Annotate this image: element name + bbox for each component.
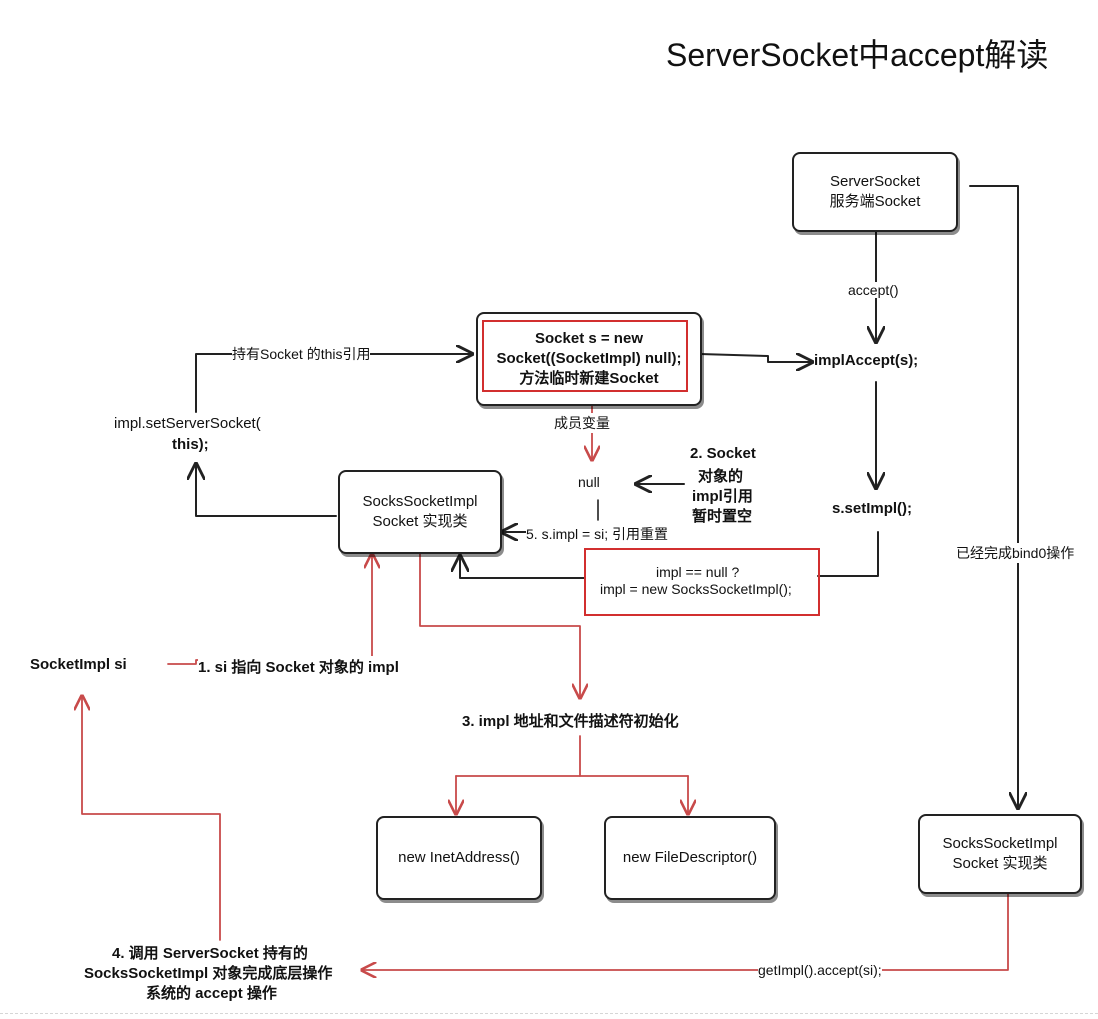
set-impl-label: s.setImpl(); bbox=[832, 500, 913, 517]
page-title: ServerSocket中accept解读 bbox=[666, 37, 1049, 73]
step2-line1: 2. Socket bbox=[690, 445, 756, 462]
line-setserver-socket bbox=[195, 354, 472, 413]
accept-label: accept() bbox=[848, 282, 899, 298]
impl-null-check-line1: impl == null ? bbox=[656, 564, 740, 580]
bind0-label: 已经完成bind0操作 bbox=[956, 543, 1075, 563]
step3-label: 3. impl 地址和文件描述符初始化 bbox=[462, 713, 679, 730]
server-socket-line1: ServerSocket bbox=[829, 173, 921, 190]
step4-line1: 4. 调用 ServerSocket 持有的 bbox=[112, 945, 308, 962]
server-socket-node: ServerSocket 服务端Socket bbox=[792, 152, 958, 232]
impl-null-check-line2: impl = new SocksSocketImpl(); bbox=[600, 581, 792, 597]
new-socket-line1: Socket s = new bbox=[535, 330, 643, 347]
step4-line2: SocksSocketImpl 对象完成底层操作 bbox=[84, 965, 333, 982]
set-server-socket-line1: impl.setServerSocket( bbox=[114, 415, 261, 432]
line-bind0 bbox=[969, 185, 1018, 808]
line-socks-setserver bbox=[196, 464, 337, 517]
line-to-socksimpl bbox=[460, 556, 585, 579]
line-red-socks-step3 bbox=[419, 551, 580, 698]
step5-label: 5. s.impl = si; 引用重置 bbox=[526, 524, 668, 544]
line-red-getimpl bbox=[362, 891, 1009, 970]
socks-impl-right-node: SocksSocketImpl Socket 实现类 bbox=[918, 814, 1082, 894]
set-server-socket-line2: this); bbox=[172, 436, 209, 453]
socks-impl-mid-node: SocksSocketImpl Socket 实现类 bbox=[338, 470, 502, 554]
get-impl-accept-label: getImpl().accept(si); bbox=[758, 962, 882, 978]
socks-impl-right-line1: SocksSocketImpl bbox=[942, 835, 1058, 852]
server-socket-line2: 服务端Socket bbox=[829, 193, 921, 210]
page-bottom-divider bbox=[0, 1013, 1098, 1014]
null-label: null bbox=[578, 474, 600, 490]
impl-null-check-box bbox=[584, 548, 820, 616]
step1-label: 1. si 指向 Socket 对象的 impl bbox=[198, 656, 399, 677]
hold-this-label: 持有Socket 的this引用 bbox=[232, 344, 371, 364]
line-setimpl-down bbox=[817, 531, 879, 577]
socks-impl-mid-line1: SocksSocketImpl bbox=[362, 493, 478, 510]
step4-line3: 系统的 accept 操作 bbox=[146, 985, 277, 1002]
inet-address-node: new InetAddress() bbox=[376, 816, 542, 900]
step2-line4: 暂时置空 bbox=[692, 508, 753, 525]
file-descriptor-label: new FileDescriptor() bbox=[622, 849, 758, 866]
socks-impl-mid-line2: Socket 实现类 bbox=[372, 513, 468, 530]
new-socket-highlight bbox=[482, 320, 688, 392]
line-red-si-socks bbox=[167, 554, 372, 665]
inet-address-label: new InetAddress() bbox=[398, 849, 520, 866]
socketimpl-si-label: SocketImpl si bbox=[30, 656, 127, 673]
member-var-label: 成员变量 bbox=[554, 413, 610, 433]
file-descriptor-node: new FileDescriptor() bbox=[604, 816, 776, 900]
step2-line2: 对象的 bbox=[698, 468, 744, 485]
impl-accept-label: implAccept(s); bbox=[814, 352, 919, 369]
socks-impl-right-line2: Socket 实现类 bbox=[952, 855, 1048, 872]
new-socket-line3: 方法临时新建Socket bbox=[519, 370, 659, 387]
line-red-step4-si bbox=[82, 696, 221, 941]
new-socket-line2: Socket((SocketImpl) null); bbox=[496, 350, 682, 367]
step2-line3: impl引用 bbox=[692, 488, 753, 505]
line-socket-implaccept bbox=[699, 353, 812, 362]
